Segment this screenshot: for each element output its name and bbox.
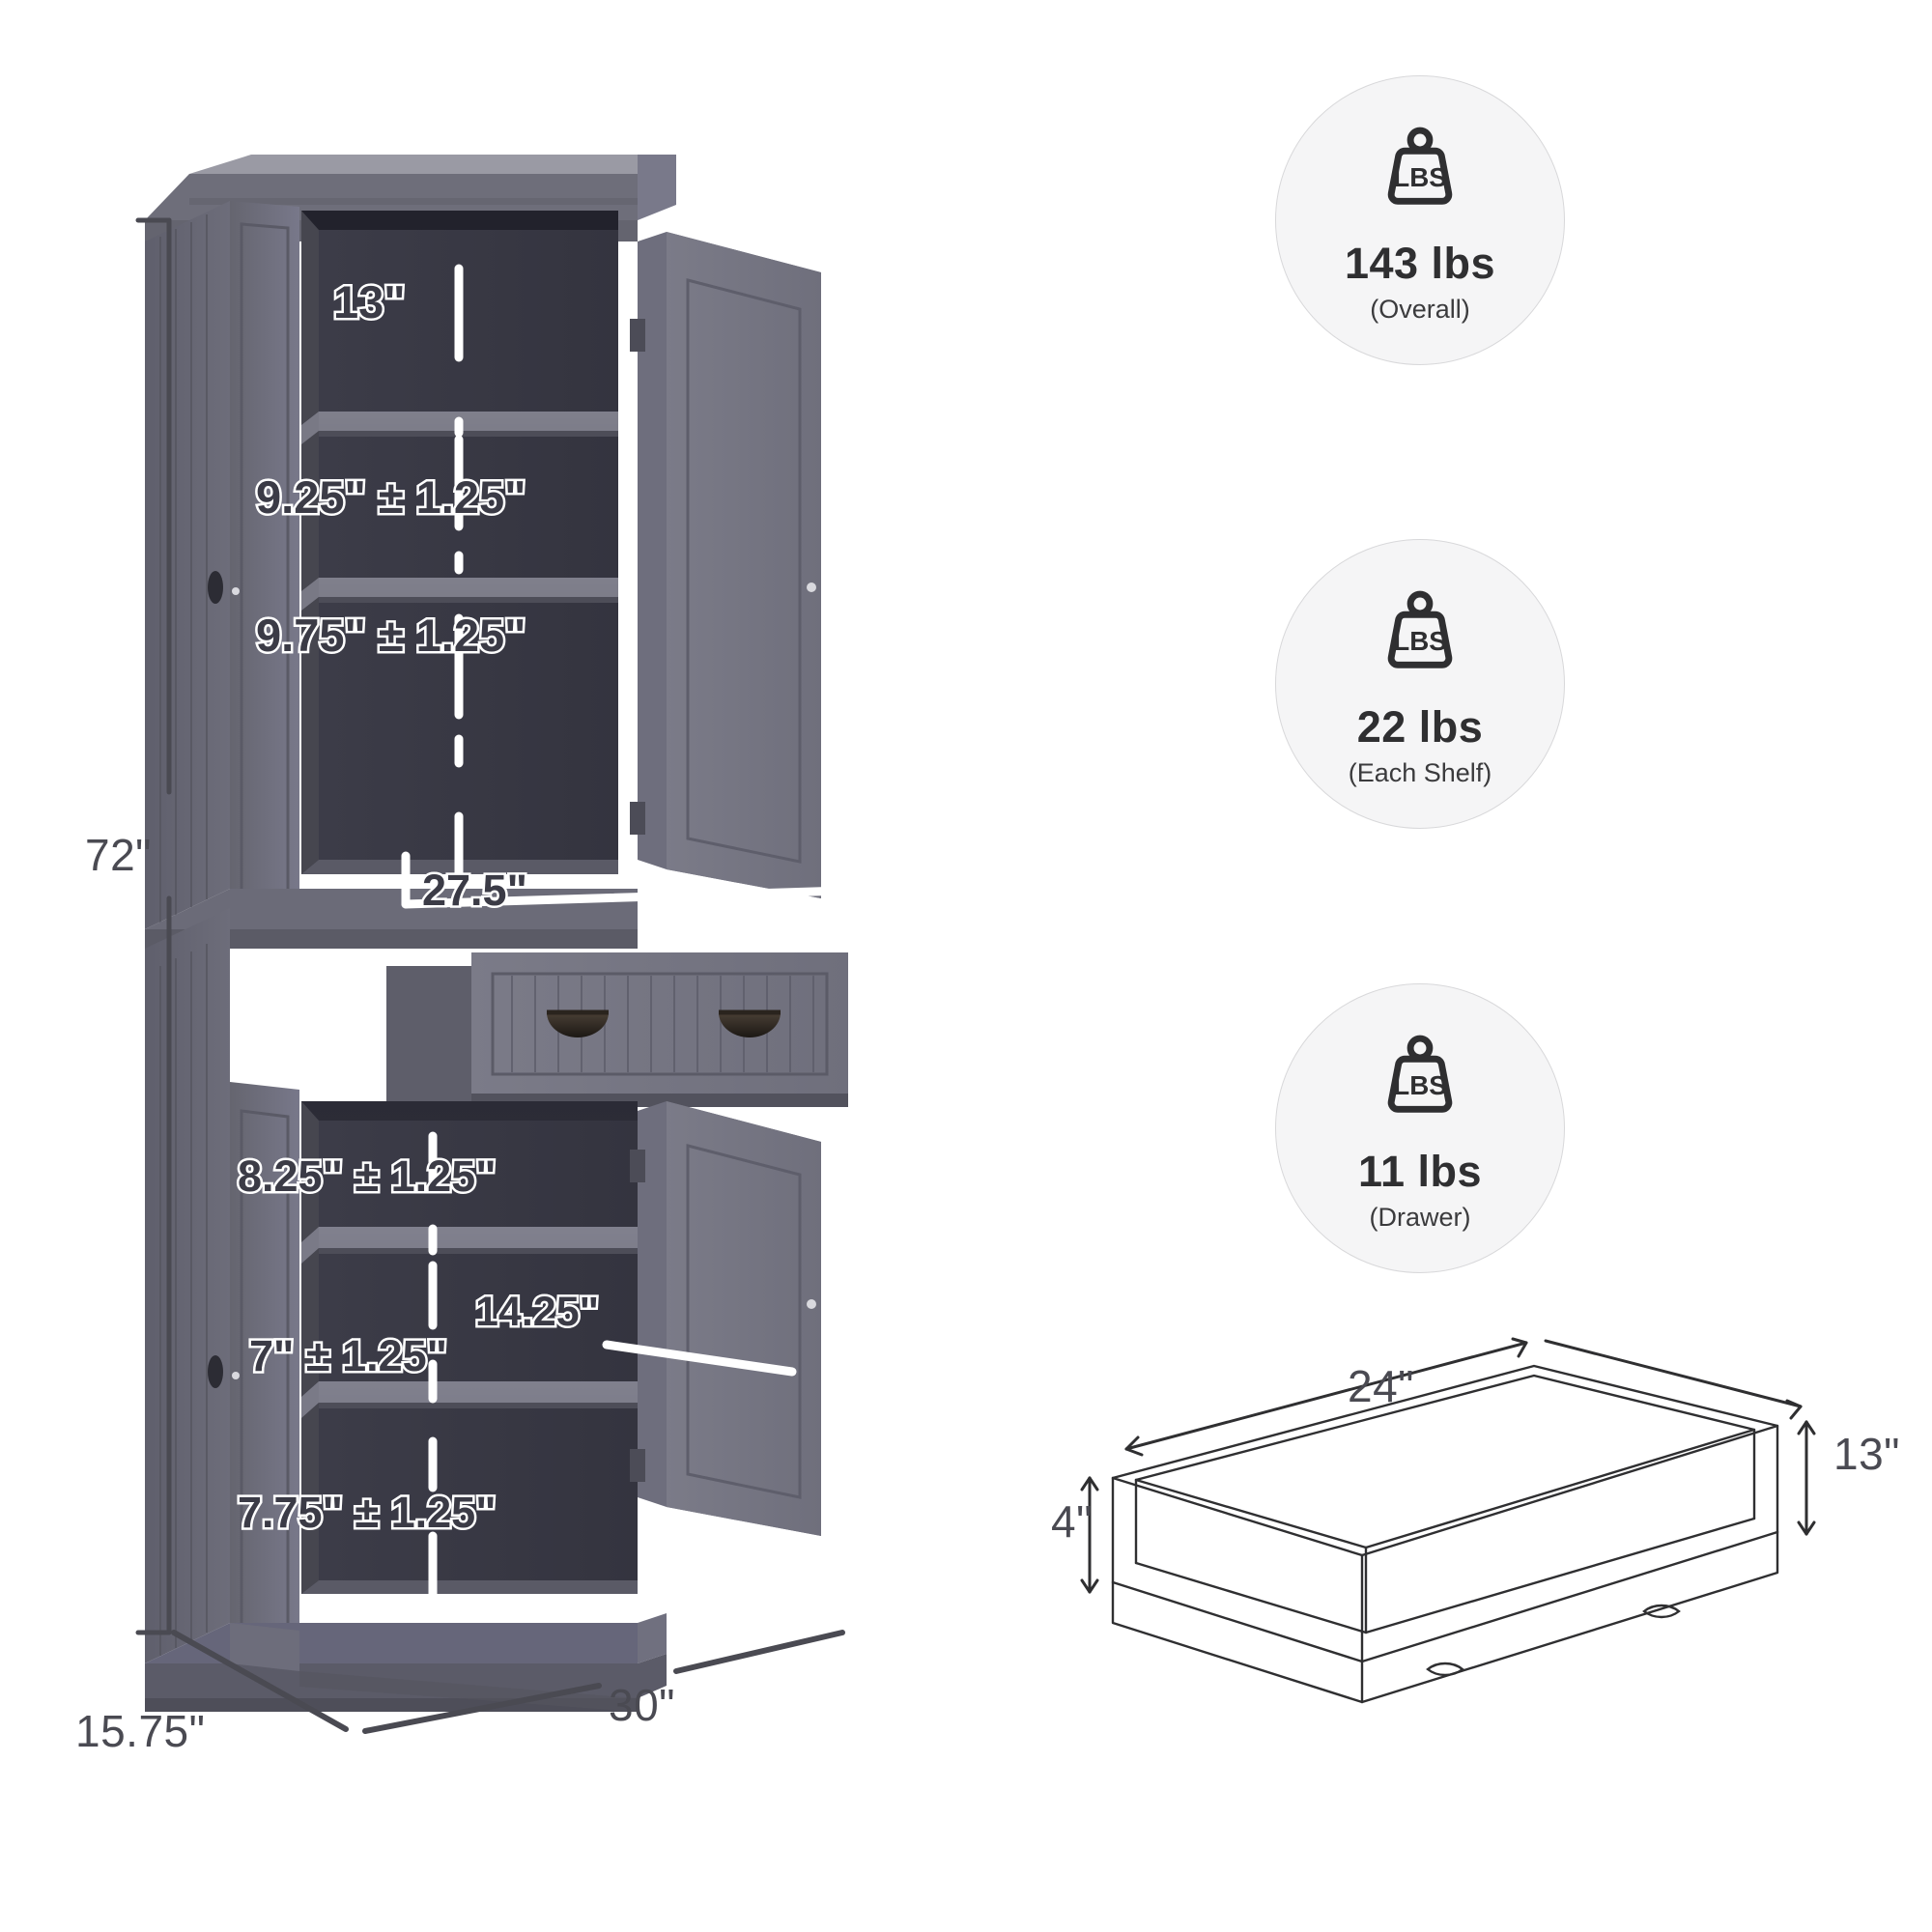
cabinet-illustration bbox=[135, 155, 848, 1734]
weight-badge-drawer: LBS 11 lbs (Drawer) bbox=[1275, 983, 1565, 1273]
weight-badge-value: 143 lbs bbox=[1344, 239, 1496, 288]
callout-interior-width: 27.5" bbox=[420, 864, 530, 918]
weight-badge-caption: (Each Shelf) bbox=[1348, 758, 1492, 787]
dimension-width-label: 30" bbox=[609, 1680, 675, 1730]
svg-text:LBS: LBS bbox=[1393, 162, 1447, 192]
weight-badge-value: 22 lbs bbox=[1356, 702, 1484, 752]
svg-text:LBS: LBS bbox=[1393, 626, 1447, 656]
weight-lbs-icon: LBS bbox=[1387, 590, 1453, 668]
weight-badge-caption: (Overall) bbox=[1370, 295, 1470, 324]
drawer-depth-label: 13" bbox=[1833, 1429, 1900, 1479]
weight-badge-overall: LBS 143 lbs (Overall) bbox=[1275, 75, 1565, 365]
weight-badge-each-shelf: LBS 22 lbs (Each Shelf) bbox=[1275, 539, 1565, 829]
drawer-height-label: 4" bbox=[1051, 1496, 1093, 1547]
drawer-diagram bbox=[1080, 1337, 1816, 1704]
dimension-depth-label: 15.75" bbox=[75, 1706, 206, 1756]
callout-upper-shelf-gap-1: 9.25" ± 1.25" bbox=[253, 469, 527, 526]
callout-lower-shelf-gap-3: 7.75" ± 1.25" bbox=[236, 1486, 499, 1540]
callout-upper-shelf-gap-2: 9.75" ± 1.25" bbox=[253, 608, 527, 664]
dimension-height-label: 72" bbox=[85, 830, 152, 880]
callout-top-compartment: 13" bbox=[331, 274, 409, 330]
callout-lower-shelf-gap-2: 7" ± 1.25" bbox=[247, 1329, 450, 1383]
svg-text:LBS: LBS bbox=[1393, 1070, 1447, 1100]
callout-lower-shelf-gap-1: 8.25" ± 1.25" bbox=[236, 1150, 499, 1204]
weight-badge-value: 11 lbs bbox=[1357, 1147, 1483, 1196]
weight-lbs-icon: LBS bbox=[1387, 127, 1453, 205]
callout-shelf-depth: 14.25" bbox=[473, 1287, 602, 1338]
weight-badge-caption: (Drawer) bbox=[1369, 1203, 1471, 1232]
drawer-width-label: 24" bbox=[1348, 1361, 1414, 1411]
weight-lbs-icon: LBS bbox=[1387, 1035, 1453, 1113]
